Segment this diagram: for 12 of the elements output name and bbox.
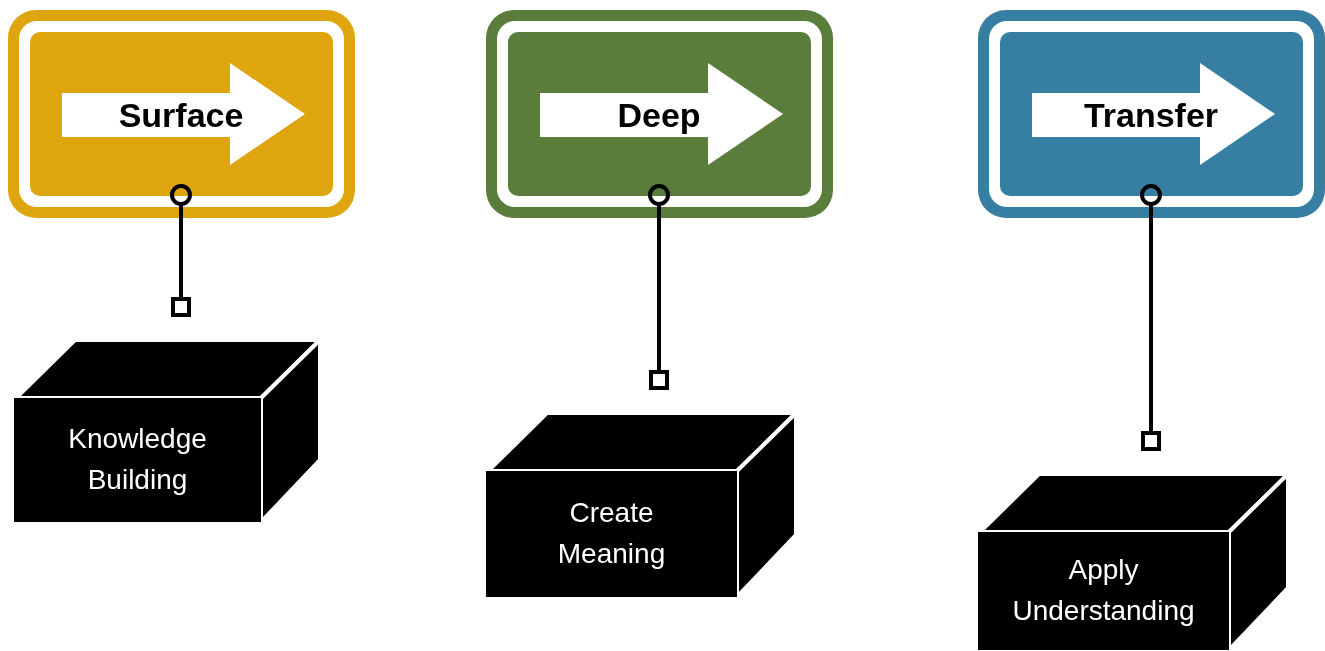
sign-panel <box>8 10 355 218</box>
sign-label: Transfer <box>1082 94 1220 136</box>
block-label: Apply Understanding <box>1011 553 1196 628</box>
block-label: Create Meaning <box>556 496 667 571</box>
connector-line <box>170 184 192 317</box>
block-label: Knowledge Building <box>67 422 208 497</box>
sign-label: Deep <box>616 94 702 136</box>
connector-line <box>1140 184 1162 451</box>
sign-panel <box>978 10 1325 218</box>
sign-panel <box>486 10 833 218</box>
connector-line <box>648 184 670 390</box>
sign-label: Surface <box>117 94 245 136</box>
